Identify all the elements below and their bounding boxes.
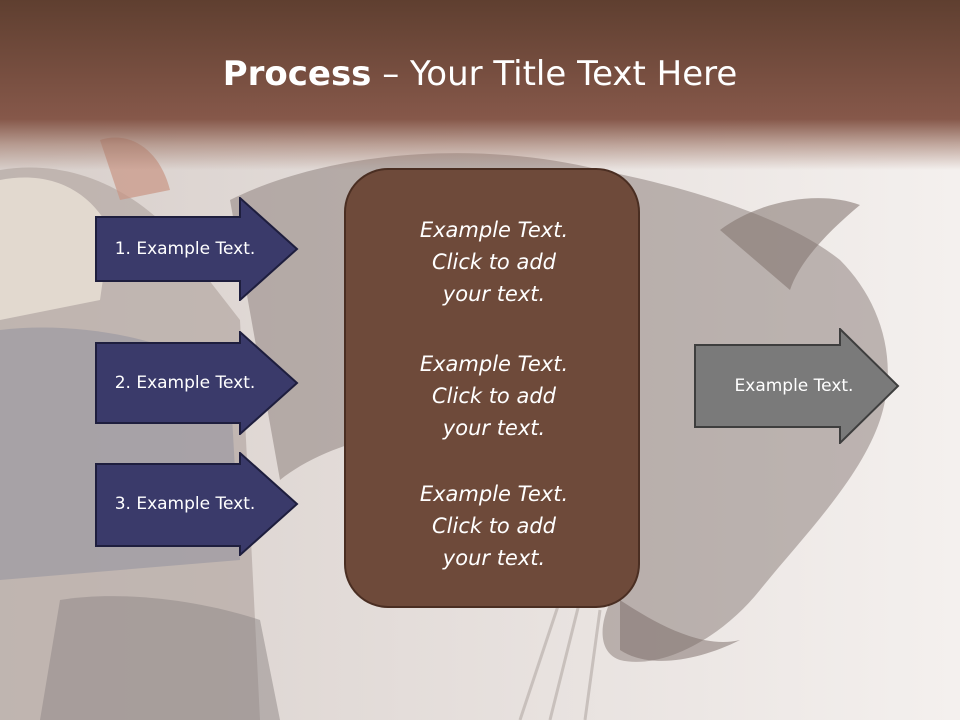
center-paragraph-3: Example Text. Click to add your text. <box>419 482 569 570</box>
step-arrow-label: 2. Example Text. <box>114 373 256 393</box>
result-arrow[interactable]: Example Text. <box>694 326 900 446</box>
step-arrow-label: 3. Example Text. <box>114 494 256 514</box>
arrow-shape-icon <box>95 197 299 301</box>
slide-title: Process – Your Title Text Here <box>0 52 960 96</box>
arrow-shape-icon <box>95 452 299 556</box>
result-arrow-label: Example Text. <box>734 376 854 396</box>
title-band <box>0 0 960 170</box>
step-arrow-3[interactable]: 3. Example Text. <box>95 452 299 556</box>
center-text-box[interactable]: Example Text. Click to add your text. Ex… <box>344 168 640 608</box>
step-arrow-1[interactable]: 1. Example Text. <box>95 197 299 301</box>
step-arrow-2[interactable]: 2. Example Text. <box>95 331 299 435</box>
title-bold-part: Process <box>222 54 372 94</box>
arrow-shape-icon <box>95 331 299 435</box>
center-paragraph-1: Example Text. Click to add your text. <box>419 218 569 306</box>
title-rest-part: – Your Title Text Here <box>371 54 738 94</box>
step-arrow-label: 1. Example Text. <box>114 239 256 259</box>
center-paragraph-2: Example Text. Click to add your text. <box>419 352 569 440</box>
arrow-shape-icon <box>694 326 900 446</box>
